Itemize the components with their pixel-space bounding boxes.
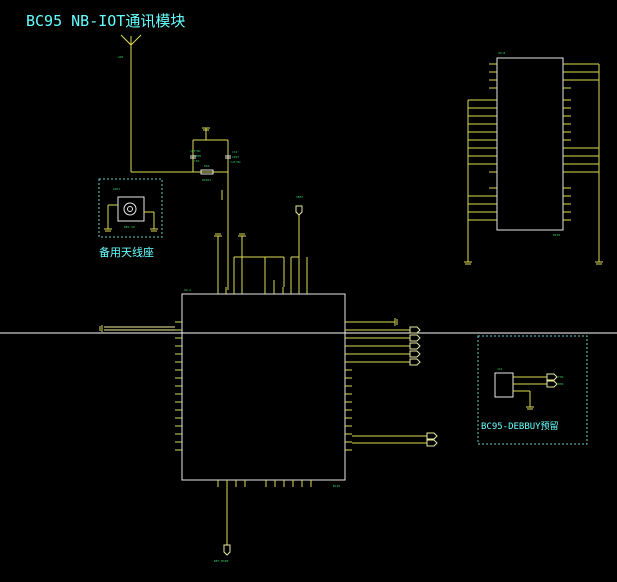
svg-text:ANT: ANT — [118, 55, 124, 59]
svg-text:1uF/NC: 1uF/NC — [190, 149, 201, 153]
connector-icon — [107, 196, 155, 229]
matching-network — [131, 127, 231, 290]
bc95-right-pins — [345, 321, 352, 451]
schematic-title: BC95 NB-IOT通讯模块 — [26, 12, 185, 30]
u9b-block — [496, 57, 564, 231]
debug-box — [477, 335, 588, 445]
svg-text:R0402: R0402 — [202, 178, 211, 182]
u9b-left-wires — [464, 99, 489, 265]
svg-text:BC95: BC95 — [553, 233, 560, 237]
spare-antenna-box — [98, 178, 163, 238]
svg-text:C007: C007 — [232, 155, 239, 159]
bc95-left-wires — [99, 325, 175, 332]
svg-text:TXD: TXD — [558, 375, 564, 379]
net-port-icon — [295, 205, 303, 216]
svg-text:ANT1: ANT1 — [113, 187, 120, 191]
svg-text:RXD: RXD — [558, 382, 564, 386]
svg-text:J12: J12 — [497, 367, 503, 371]
svg-text:BC95: BC95 — [333, 484, 340, 488]
bc95-right-ports — [409, 326, 438, 447]
bc95-bottom-pins — [217, 480, 312, 487]
svg-text:C56: C56 — [194, 159, 200, 163]
bc95-top-pins — [217, 287, 308, 294]
svg-text:U9-B: U9-B — [498, 51, 505, 55]
svg-text:U9-A: U9-A — [184, 288, 191, 292]
ground-icon — [104, 228, 158, 232]
svg-text:C10: C10 — [232, 150, 238, 154]
u9b-left-pins — [489, 63, 497, 221]
bc95-right-wires — [352, 318, 427, 444]
debug-reserved-label: BC95-DEBBUY预留 — [481, 420, 559, 432]
debug-wires — [513, 373, 558, 410]
bc95-top-wires — [214, 210, 308, 287]
spare-antenna-label: 备用天线座 — [99, 245, 154, 259]
svg-text:1uF/NC: 1uF/NC — [230, 160, 241, 164]
svg-text:R56: R56 — [204, 164, 210, 168]
svg-text:RB1-SP: RB1-SP — [124, 225, 135, 229]
svg-text:VBAT: VBAT — [296, 195, 303, 199]
u9b-right-pins — [563, 63, 571, 221]
debug-header — [494, 372, 514, 398]
u9b-right-wires — [571, 63, 603, 265]
svg-text:NET_MODE: NET_MODE — [214, 559, 229, 563]
bottom-net-port — [223, 544, 231, 556]
svg-text:C005: C005 — [194, 154, 201, 158]
antenna-icon — [120, 34, 142, 172]
bc95-left-pins — [175, 321, 182, 451]
bc95-module — [181, 293, 346, 481]
